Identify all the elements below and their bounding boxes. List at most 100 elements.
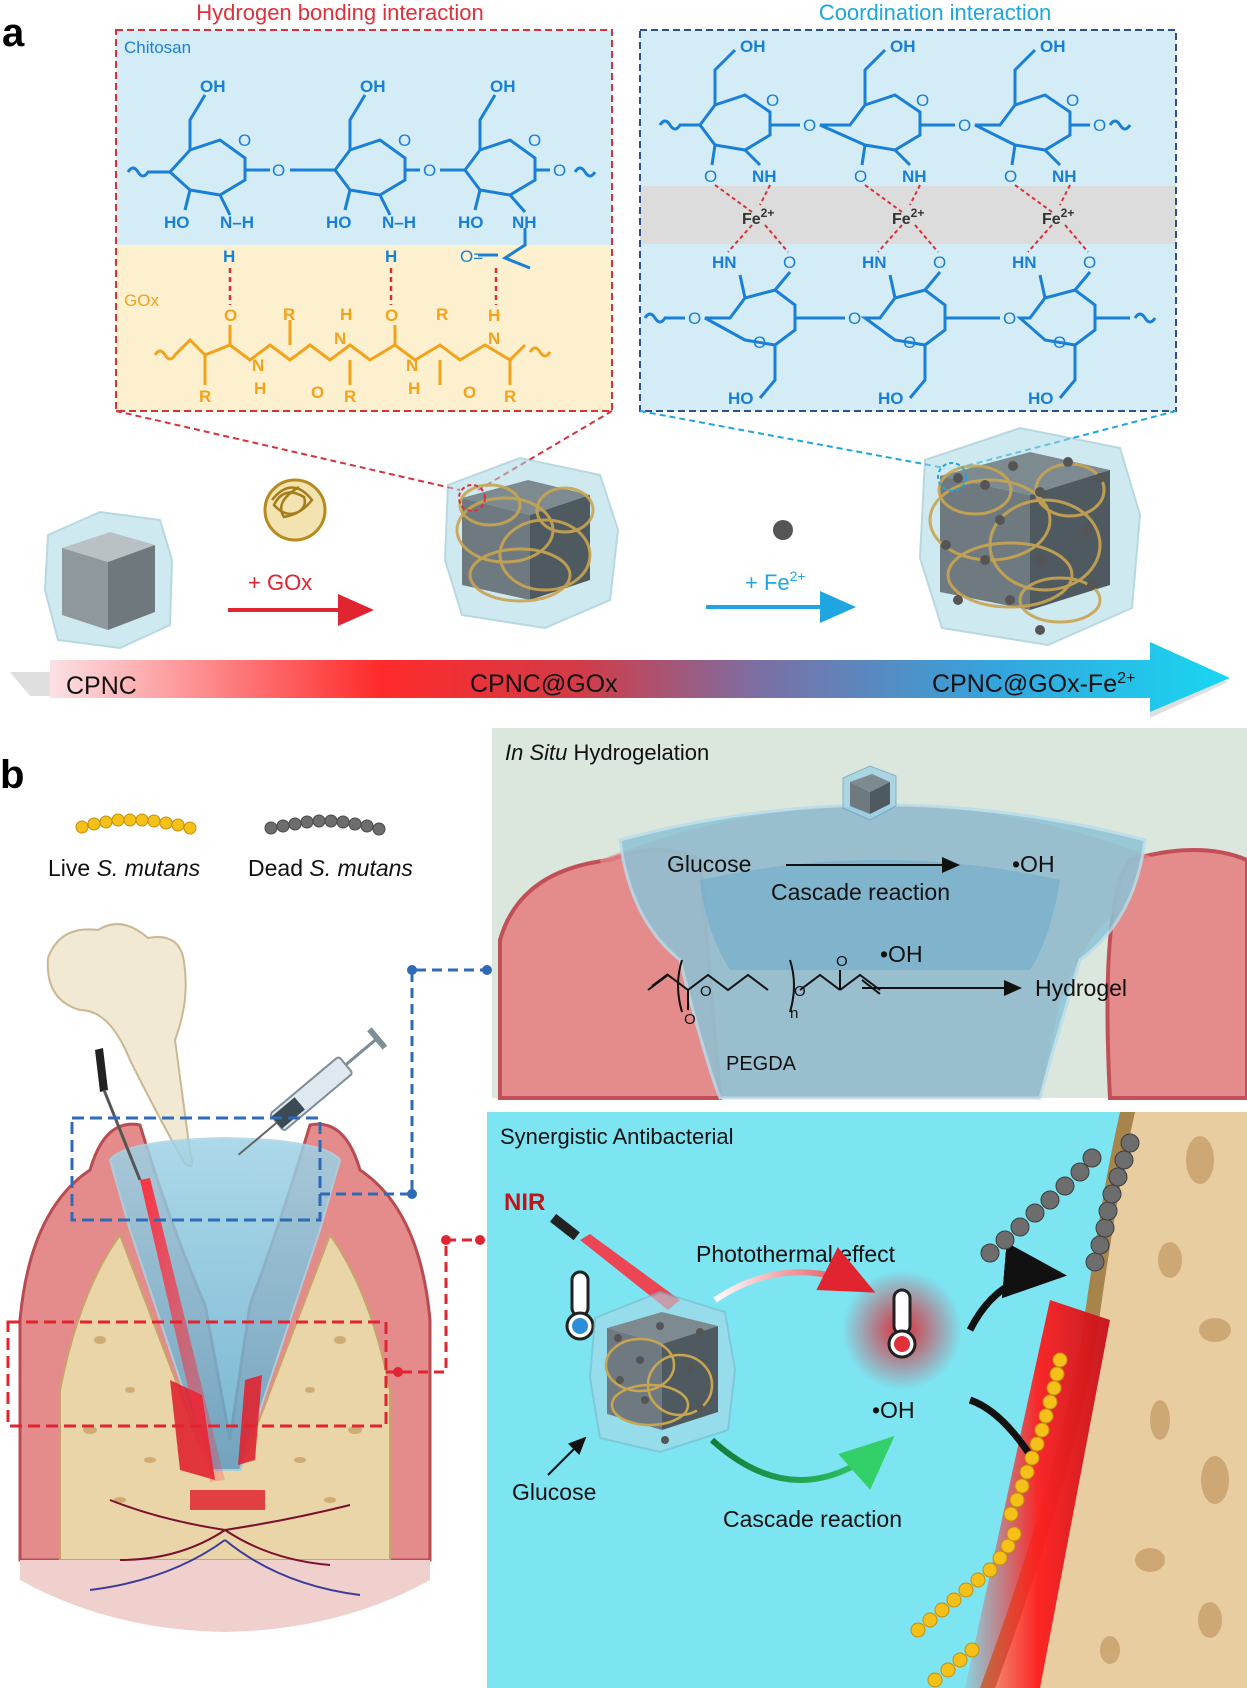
bridge-o: O bbox=[1093, 116, 1106, 135]
bridge-o: O bbox=[272, 161, 285, 180]
oh-group: OH bbox=[200, 77, 226, 96]
ho-group: HO bbox=[728, 389, 754, 408]
chitosan-chain-lower bbox=[643, 271, 1157, 399]
bacteria-legend: Live S. mutans Dead S. mutans bbox=[48, 813, 413, 881]
hydroxyl-o: O bbox=[783, 253, 796, 272]
amine-h: H bbox=[223, 247, 235, 266]
gox-o: O bbox=[385, 306, 398, 325]
amide-nh: NH bbox=[512, 213, 537, 232]
dead-bacteria-chain bbox=[980, 1133, 1140, 1272]
hydroxyl-o: O bbox=[1004, 167, 1017, 186]
pegda-o: O bbox=[794, 983, 806, 1000]
gox-label: GOx bbox=[124, 291, 159, 310]
cascade-reaction-label: Cascade reaction bbox=[771, 879, 950, 905]
amine-hn: HN bbox=[712, 253, 737, 272]
stage-label-cpnc: CPNC bbox=[66, 672, 137, 700]
pegda-structure bbox=[647, 959, 881, 1013]
ring-o: O bbox=[916, 91, 929, 110]
gox-o: O bbox=[463, 383, 476, 402]
bridge-o: O bbox=[688, 309, 701, 328]
hydrogen-bond-lines bbox=[228, 268, 498, 305]
carbonyl-o: O= bbox=[460, 247, 483, 266]
process-arrow bbox=[50, 642, 1230, 712]
chitosan-chain-upper bbox=[658, 48, 1132, 167]
add-fe-label: + Fe2+ bbox=[745, 568, 806, 595]
pegda-o: O bbox=[836, 953, 848, 970]
oh-group: OH bbox=[890, 37, 916, 56]
gox-enzyme-ball bbox=[263, 478, 327, 542]
amine-hn: HN bbox=[1012, 253, 1037, 272]
ho-group: HO bbox=[458, 213, 484, 232]
gox-n: N bbox=[252, 356, 264, 375]
zoom-circle-right bbox=[937, 462, 967, 492]
hydrogelation-title: In Situ Hydrogelation bbox=[505, 740, 709, 765]
gox-backbone bbox=[153, 320, 552, 385]
pegda-o: O bbox=[700, 983, 712, 1000]
hydrogel-zoom-box bbox=[70, 1116, 322, 1222]
gox-o: O bbox=[311, 383, 324, 402]
ho-group: HO bbox=[878, 389, 904, 408]
gox-h: H bbox=[340, 305, 352, 324]
cpnc-gox-cube bbox=[443, 456, 620, 630]
gox-r: R bbox=[344, 387, 356, 406]
hbond-title: Hydrogen bonding interaction bbox=[196, 0, 483, 25]
ring-o: O bbox=[903, 333, 916, 352]
zoom-line-left bbox=[477, 410, 613, 491]
bridge-o: O bbox=[848, 309, 861, 328]
ring-o: O bbox=[1053, 333, 1066, 352]
amine-nh: NH bbox=[902, 167, 927, 186]
iron-ion: Fe2+ bbox=[742, 206, 774, 228]
zoom-circle-left bbox=[458, 484, 486, 512]
amine-n-h: N–H bbox=[220, 213, 254, 232]
amine-nh: NH bbox=[1052, 167, 1077, 186]
gox-h: H bbox=[254, 379, 266, 398]
hydroxyl-o: O bbox=[854, 167, 867, 186]
iron-ion: Fe2+ bbox=[892, 206, 924, 228]
coord-title: Coordination interaction bbox=[819, 0, 1051, 25]
periodontal-illustration bbox=[6, 1027, 432, 1632]
gox-r: R bbox=[283, 305, 295, 324]
coord-group-labels: OH OH OH O O O O O O O O O NH NH NH HN H… bbox=[688, 37, 1106, 408]
hydrogelation-panel: In Situ Hydrogelation Glucose •OH Cascad… bbox=[492, 728, 1247, 1100]
gox-r: R bbox=[436, 305, 448, 324]
gox-o: O bbox=[224, 306, 237, 325]
chitosan-chain-hbond bbox=[126, 94, 597, 270]
gox-r: R bbox=[199, 387, 211, 406]
ring-o: O bbox=[766, 91, 779, 110]
cascade-arrow bbox=[709, 1436, 895, 1490]
cpnc-cube bbox=[43, 510, 174, 650]
pegda-atoms: O O O O n bbox=[684, 953, 848, 1028]
nir-label: NIR bbox=[504, 1189, 545, 1216]
iron-dot bbox=[773, 520, 793, 540]
add-gox-label: + GOx bbox=[248, 570, 312, 595]
hbond-frame bbox=[115, 29, 613, 412]
iron-ion: Fe2+ bbox=[1042, 206, 1074, 228]
live-legend-label: Live S. mutans bbox=[48, 855, 201, 881]
oh-group: OH bbox=[360, 77, 386, 96]
coord-frame bbox=[639, 29, 1177, 412]
oh-group: OH bbox=[490, 77, 516, 96]
oh-group: OH bbox=[1040, 37, 1066, 56]
coordination-box: Coordination interaction bbox=[639, 0, 1177, 412]
ring-o: O bbox=[528, 131, 541, 150]
hot-thermometer-icon bbox=[887, 1288, 917, 1359]
amine-h: H bbox=[385, 247, 397, 266]
iron-ions: Fe2+ Fe2+ Fe2+ bbox=[742, 206, 1074, 228]
bridge-o: O bbox=[803, 116, 816, 135]
ho-group: HO bbox=[164, 213, 190, 232]
antibacterial-connector bbox=[386, 1238, 480, 1374]
zoom-line-right bbox=[639, 410, 946, 469]
photothermal-label: Photothermal effect bbox=[696, 1241, 896, 1267]
attack-arrow-upper bbox=[966, 1242, 1067, 1332]
chitosan-label: Chitosan bbox=[124, 38, 191, 57]
antibacterial-panel: Synergistic Antibacterial NIR bbox=[487, 1112, 1247, 1688]
gox-h: H bbox=[408, 379, 420, 398]
dead-legend-label: Dead S. mutans bbox=[248, 855, 413, 881]
bridge-o: O bbox=[553, 161, 566, 180]
ho-group: HO bbox=[1028, 389, 1054, 408]
glucose-label: Glucose bbox=[667, 851, 751, 877]
ring-o: O bbox=[1066, 91, 1079, 110]
gox-r: R bbox=[504, 387, 516, 406]
stage-label-cpnc-gox: CPNC@GOx bbox=[470, 670, 618, 698]
photothermal-arrow bbox=[713, 1247, 876, 1303]
